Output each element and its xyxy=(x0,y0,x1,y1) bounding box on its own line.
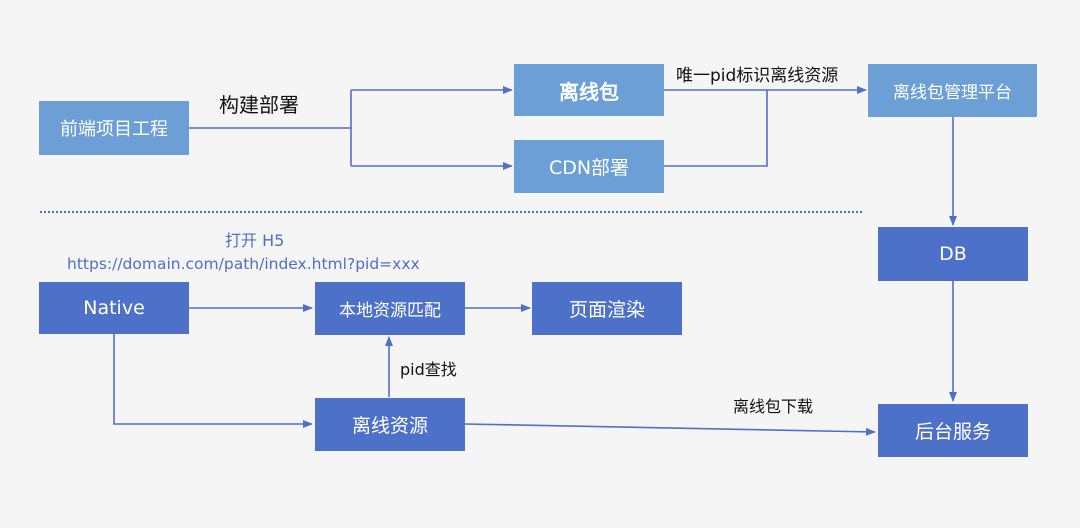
local-match-node: 本地资源匹配 xyxy=(315,282,465,335)
offline-package-node: 离线包 xyxy=(514,64,664,116)
url-label: https://domain.com/path/index.html?pid=x… xyxy=(67,255,420,273)
cdn-deploy-label: CDN部署 xyxy=(548,157,630,179)
page-render-node: 页面渲染 xyxy=(532,282,682,335)
section-divider xyxy=(40,211,862,213)
local-match-label: 本地资源匹配 xyxy=(339,301,441,321)
open-h5-label: 打开 H5 xyxy=(225,231,285,250)
db-label: DB xyxy=(939,243,967,265)
backend-service-label: 后台服务 xyxy=(914,421,991,443)
offline-resource-node: 离线资源 xyxy=(315,398,465,451)
offline-platform-label: 离线包管理平台 xyxy=(893,83,1012,103)
build-deploy-label: 构建部署 xyxy=(219,93,299,117)
cdn-deploy-node: CDN部署 xyxy=(514,140,664,193)
db-node: DB xyxy=(878,227,1028,281)
pid-identify-label: 唯一pid标识离线资源 xyxy=(676,66,839,86)
native-label: Native xyxy=(83,297,145,319)
frontend-project-node: 前端项目工程 xyxy=(39,101,189,155)
edge-offline-to-backend xyxy=(464,423,876,436)
edge-cdn-to-join xyxy=(664,90,768,167)
pid-lookup-label: pid查找 xyxy=(400,360,457,379)
edge-native-to-offline xyxy=(113,334,313,428)
offline-download-label: 离线包下载 xyxy=(733,397,814,416)
native-node: Native xyxy=(39,282,189,334)
offline-package-label: 离线包 xyxy=(559,79,619,104)
offline-platform-node: 离线包管理平台 xyxy=(868,64,1037,117)
offline-resource-label: 离线资源 xyxy=(351,415,428,437)
backend-service-node: 后台服务 xyxy=(878,404,1028,457)
page-render-label: 页面渲染 xyxy=(568,299,645,321)
frontend-project-label: 前端项目工程 xyxy=(60,119,168,140)
